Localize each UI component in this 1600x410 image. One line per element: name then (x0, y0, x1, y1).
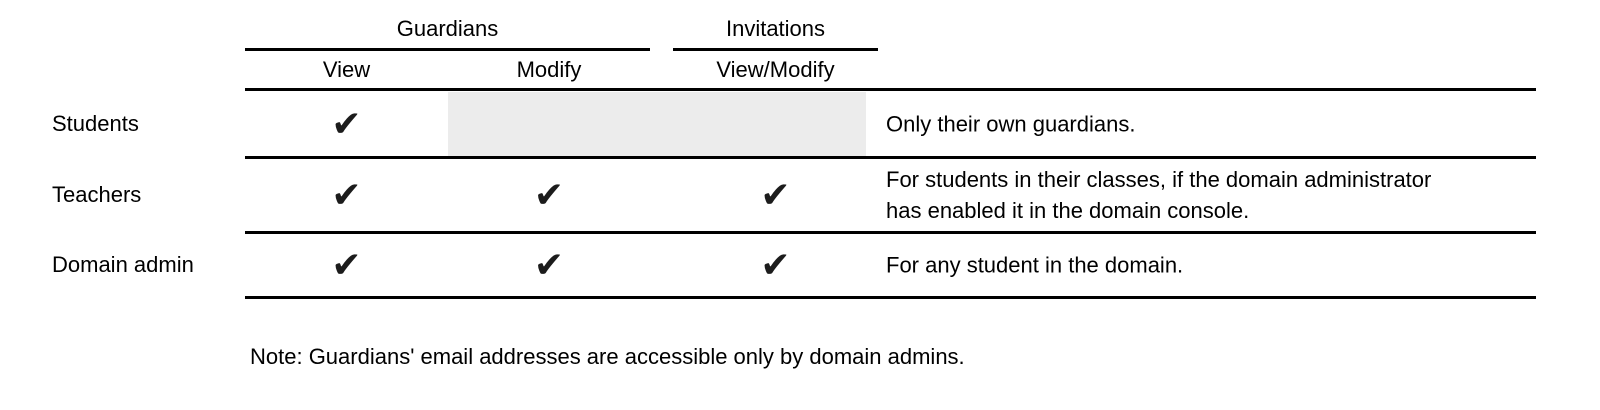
invitations-underline (673, 48, 878, 51)
table-row-students: Students ✔ Only their own guardians. (0, 91, 1600, 156)
table-bottom-divider (245, 296, 1536, 299)
row-note-line: Only their own guardians. (886, 111, 1136, 136)
check-icon: ✔ (331, 174, 362, 215)
row-divider (245, 156, 1536, 159)
check-icon: ✔ (331, 102, 362, 144)
row-label-teachers: Teachers (52, 182, 142, 207)
column-header-view: View (322, 57, 371, 82)
column-group-label-invitations: Invitations (725, 16, 826, 41)
footnote: Note: Guardians' email addresses are acc… (250, 344, 965, 369)
check-icon: ✔ (533, 174, 565, 215)
check-icon: ✔ (760, 244, 791, 285)
check-icon: ✔ (331, 244, 362, 285)
table-row-teachers: Teachers ✔ ✔ ✔ For students in their cla… (0, 159, 1600, 231)
row-label-domain-admin: Domain admin (52, 252, 194, 277)
disabled-cells-highlight (448, 92, 866, 156)
column-header-modify: Modify (516, 57, 582, 82)
row-label-students: Students (52, 110, 139, 136)
column-header-view-modify: View/Modify (716, 57, 835, 82)
header-bottom-divider (245, 88, 1536, 91)
row-divider (245, 231, 1536, 234)
row-note-domain-admin: For any student in the domain. (886, 250, 1183, 281)
row-note-line: has enabled it in the domain console. (886, 198, 1250, 223)
table-row-domain-admin: Domain admin ✔ ✔ ✔ For any student in th… (0, 234, 1600, 296)
check-icon: ✔ (533, 244, 565, 285)
column-group-label-guardians: Guardians (396, 16, 499, 41)
row-note-teachers: For students in their classes, if the do… (886, 164, 1431, 226)
guardians-underline (245, 48, 650, 51)
check-icon: ✔ (760, 174, 791, 215)
row-note-line: For any student in the domain. (886, 252, 1184, 278)
row-note-line: For students in their classes, if the do… (886, 167, 1432, 192)
row-note-students: Only their own guardians. (886, 108, 1135, 139)
